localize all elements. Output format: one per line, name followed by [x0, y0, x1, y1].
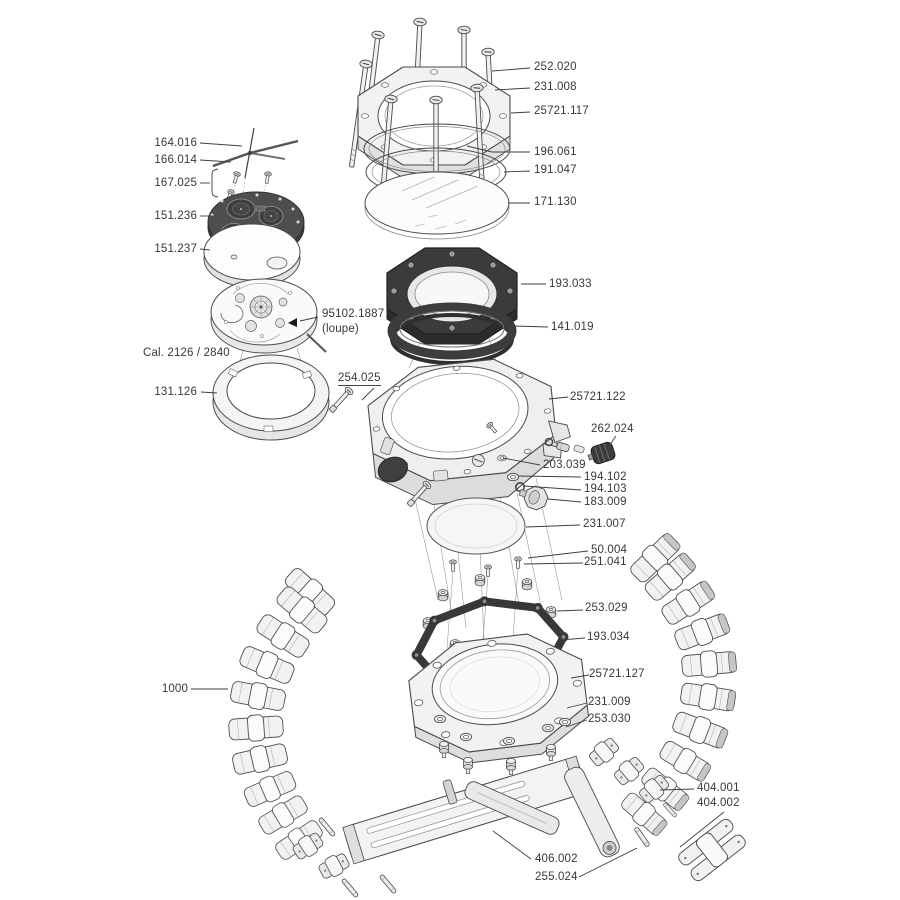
part-label-191-047: 191.047	[534, 164, 577, 176]
part-label-262-024: 262.024	[591, 423, 634, 435]
caseback-gasket-part	[426, 497, 526, 555]
part-label-25721-122: 25721.122	[570, 391, 626, 403]
part-label-406-002: 406.002	[535, 853, 578, 865]
caliber-caption: Cal. 2126 / 2840	[143, 347, 230, 359]
case-middle-part	[367, 358, 571, 506]
part-label-183-009: 183.009	[584, 496, 627, 508]
part-label-193-033: 193.033	[549, 278, 592, 290]
hands-part	[212, 127, 299, 179]
part-label-141-019: 141.019	[551, 321, 594, 333]
clasp-part	[342, 755, 620, 865]
movement-ring-part	[212, 354, 330, 441]
caseback-part	[408, 633, 590, 764]
case-gasket-rings	[386, 247, 518, 365]
part-label-251-041: 251.041	[584, 556, 627, 568]
link-parts	[585, 734, 746, 882]
part-label-25721-127: 25721.127	[589, 668, 645, 680]
bezel-part	[357, 66, 511, 205]
part-label-194-103: 194.103	[584, 483, 627, 495]
part-label-1000: 1000	[161, 683, 188, 695]
crown-parts	[544, 437, 616, 465]
part-label-252-020: 252.020	[534, 61, 577, 73]
part-label-404-002: 404.002	[697, 797, 740, 809]
part-label-164-016: 164.016	[154, 137, 197, 149]
part-label-151-236: 151.236	[154, 210, 197, 222]
leader-lines	[191, 67, 725, 878]
part-label-50-004: 50.004	[591, 544, 628, 556]
part-label-131-126: 131.126	[154, 386, 197, 398]
crown-262-024	[587, 441, 616, 465]
part-label-166-014: 166.014	[154, 154, 197, 166]
part-label-193-034: 193.034	[587, 631, 630, 643]
part-label-203-039: 203.039	[543, 459, 586, 471]
part-label-404-001: 404.001	[697, 782, 740, 794]
part-label-253-029: 253.029	[585, 602, 628, 614]
part-label-167-025: 167.025	[154, 177, 197, 189]
part-label-25721-117: 25721.117	[534, 105, 589, 117]
part-label-151-237: 151.237	[154, 243, 197, 255]
part-label-loupe: (loupe)	[322, 323, 359, 335]
part-label-231-007: 231.007	[583, 518, 626, 530]
part-label-253-030: 253.030	[588, 713, 631, 725]
part-label-171-130: 171.130	[534, 196, 577, 208]
part-label-254-025: 254.025	[338, 372, 381, 386]
part-label-231-009: 231.009	[588, 696, 631, 708]
part-label-255-024: 255.024	[535, 871, 578, 883]
part-label-196-061: 196.061	[534, 146, 577, 158]
part-label-194-102: 194.102	[584, 471, 627, 483]
part-label-95102-1887: 95102.1887	[322, 308, 385, 320]
date-disc-part	[203, 223, 301, 288]
part-label-231-008: 231.008	[534, 81, 577, 93]
movement-part	[210, 278, 327, 354]
